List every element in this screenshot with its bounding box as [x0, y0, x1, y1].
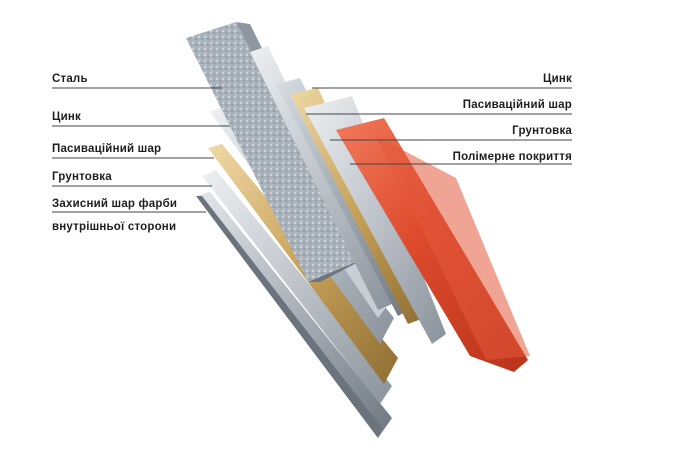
label-passivation-left: Пасиваційний шар	[52, 143, 162, 155]
outer-zinc-plate	[304, 96, 446, 344]
inner-primer-side	[196, 196, 382, 438]
left-leader-lines	[52, 87, 230, 213]
label-inner-paint-line2: внутрішньої сторони	[52, 221, 177, 233]
label-primer-right: Грунтовка	[512, 125, 572, 137]
label-passivation-right: Пасиваційний шар	[462, 99, 572, 111]
steel-top	[186, 22, 356, 282]
label-steel: Сталь	[52, 73, 88, 85]
inner-primer-layer	[202, 170, 392, 404]
label-primer-left: Грунтовка	[52, 171, 112, 183]
steel-front	[308, 258, 366, 282]
label-inner-paint-line1: Захисний шар фарби	[52, 198, 178, 210]
polymer-face	[376, 136, 530, 360]
right-leader-lines	[306, 87, 572, 165]
outer-layers-stack	[250, 46, 530, 372]
label-polymer-right: Полімерне покриття	[452, 151, 572, 163]
label-zinc-left: Цинк	[52, 111, 81, 123]
label-zinc-right: Цинк	[543, 73, 572, 85]
outer-zinc-layer	[250, 46, 392, 310]
